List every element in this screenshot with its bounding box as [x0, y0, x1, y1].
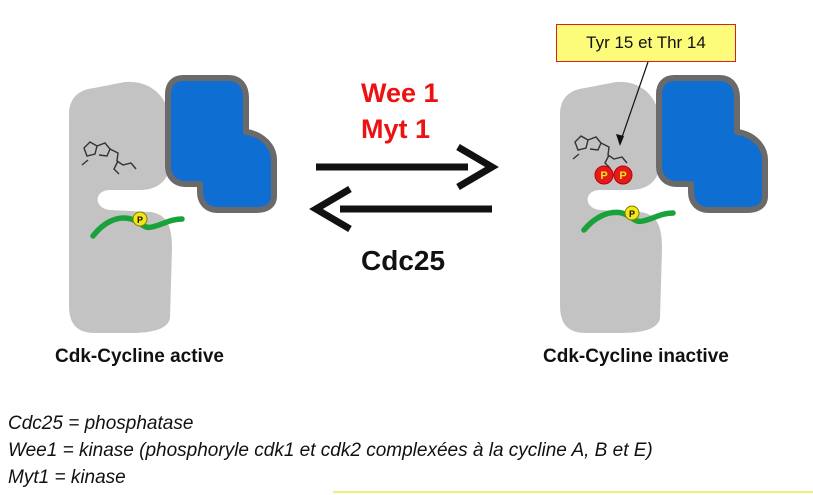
- legend-line-wee1: Wee1 = kinase (phosphoryle cdk1 et cdk2 …: [8, 440, 653, 461]
- callout-pointer: [619, 61, 649, 144]
- phospho-thr14: P: [613, 165, 633, 185]
- atp-molecule-inactive: [572, 135, 628, 169]
- atp-molecule-active: [81, 141, 137, 175]
- enzyme-label-myt1: Myt 1: [361, 114, 431, 144]
- phospho-marker-tyr15: P: [600, 170, 607, 182]
- callout-pointer-head: [616, 134, 624, 146]
- legend-line-myt1: Myt1 = kinase: [8, 467, 126, 488]
- cyclin-shape-active: [165, 75, 277, 213]
- cdk-cycline-active-complex: P: [69, 75, 277, 334]
- phospho-marker-inactive: P: [629, 209, 635, 219]
- cyclin-shape-inactive: [656, 75, 768, 213]
- complex-label-inactive: Cdk-Cycline inactive: [543, 346, 729, 367]
- reverse-arrow: [309, 185, 492, 233]
- phosphosite-callout: Tyr 15 et Thr 14: [556, 24, 736, 62]
- phospho-marker-thr14: P: [619, 170, 626, 182]
- phospho-group-inactive: P: [624, 205, 640, 221]
- enzyme-label-cdc25: Cdc25: [361, 245, 446, 276]
- cdk-shape-inactive: [560, 81, 662, 334]
- forward-arrow: [316, 143, 499, 191]
- cdk-cycline-inactive-complex: P P P: [560, 61, 768, 334]
- complex-label-active: Cdk-Cycline active: [55, 346, 224, 367]
- phospho-group-active: P: [132, 211, 148, 227]
- phospho-tyr15: P: [594, 165, 614, 185]
- legend-line-cdc25: Cdc25 = phosphatase: [8, 413, 194, 434]
- cdk-shape-active: [69, 81, 172, 334]
- enzyme-label-wee1: Wee 1: [361, 78, 439, 108]
- phospho-marker-active: P: [137, 215, 143, 225]
- highlight-underline: [333, 491, 813, 493]
